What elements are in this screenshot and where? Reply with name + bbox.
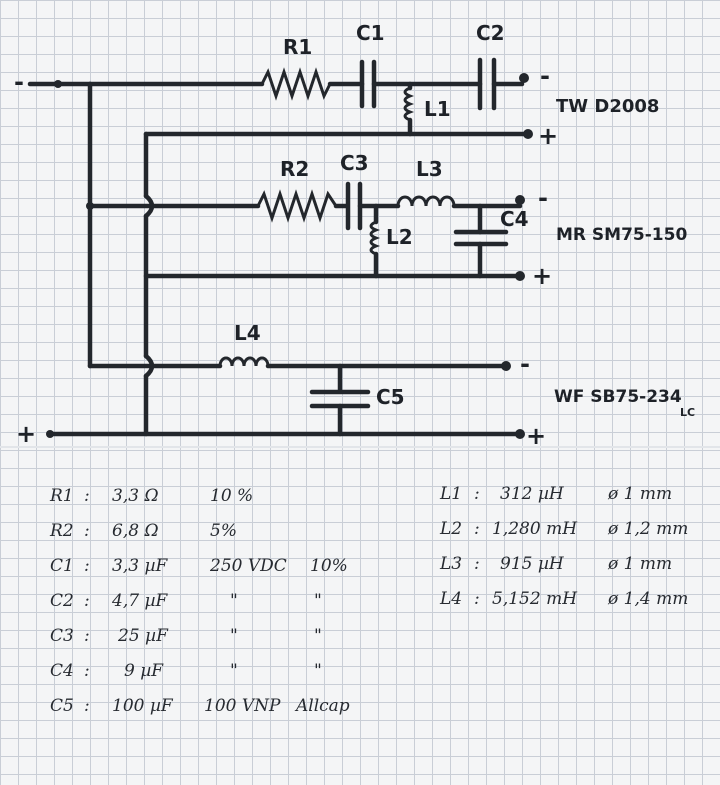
resistor-r1 xyxy=(260,67,332,101)
part-value: 9 µF xyxy=(124,661,164,681)
label-c4: C4 xyxy=(500,207,529,231)
label-r2: R2 xyxy=(280,157,309,181)
part-value: 25 µF xyxy=(118,626,168,646)
part-ref: R1 xyxy=(50,486,74,506)
part-value: 312 µH xyxy=(500,484,564,504)
part-spec: " xyxy=(230,591,238,611)
part-ref: L3 xyxy=(440,554,463,574)
paper-fold xyxy=(0,446,720,448)
label-l2: L2 xyxy=(386,225,413,249)
label-c1: C1 xyxy=(356,21,385,45)
mr-plus-mark: + xyxy=(532,262,552,290)
tw-plus-mark: + xyxy=(538,122,558,150)
driver-labels: TW D2008 MR SM75-150 WF SB75-234 LC xyxy=(554,96,695,419)
label-l1: L1 xyxy=(424,97,451,121)
part-value: 6,8 Ω xyxy=(112,521,159,541)
label-c5: C5 xyxy=(376,385,405,409)
part-colon: : xyxy=(84,521,90,541)
label-l3: L3 xyxy=(416,157,443,181)
label-c3: C3 xyxy=(340,151,369,175)
driver-midrange: MR SM75-150 xyxy=(556,225,687,245)
part-value: 5,152 mH xyxy=(492,589,578,609)
part-extra: Allcap xyxy=(296,696,350,716)
part-ref: R2 xyxy=(50,521,74,541)
part-spec: 100 VNP xyxy=(204,696,281,716)
part-value: 4,7 µF xyxy=(112,591,168,611)
part-value: 100 µF xyxy=(112,696,173,716)
part-spec: 10 % xyxy=(210,486,254,506)
wf-minus-mark: - xyxy=(520,350,530,378)
component-labels: R1 C1 C2 L1 R2 C3 L3 C4 L2 L4 C5 xyxy=(234,21,529,409)
part-colon: : xyxy=(474,484,480,504)
part-ref: C2 xyxy=(50,591,74,611)
part-extra: 10% xyxy=(310,556,348,576)
part-value: 915 µH xyxy=(500,554,564,574)
inductor-l3 xyxy=(396,195,456,208)
resistor-r2 xyxy=(256,189,338,223)
part-colon: : xyxy=(84,556,90,576)
wf-plus-mark: + xyxy=(526,422,546,450)
parts-list-left: R1 : 3,3 Ω 10 % R2 : 6,8 Ω 5% C1 : 3,3 µ… xyxy=(50,484,390,724)
part-extra: " xyxy=(314,591,322,611)
part-colon: : xyxy=(84,626,90,646)
part-ref: L2 xyxy=(440,519,463,539)
part-value: 1,280 mH xyxy=(492,519,578,539)
part-spec: ø 1 mm xyxy=(608,554,673,574)
part-ref: L1 xyxy=(440,484,463,504)
part-colon: : xyxy=(474,589,480,609)
mr-minus-mark: - xyxy=(538,184,548,212)
part-colon: : xyxy=(84,696,90,716)
part-value: 3,3 µF xyxy=(112,556,168,576)
part-spec: ø 1,4 mm xyxy=(608,589,689,609)
part-ref: L4 xyxy=(440,589,463,609)
part-colon: : xyxy=(84,661,90,681)
parts-list-right: L1 : 312 µH ø 1 mm L2 : 1,280 mH ø 1,2 m… xyxy=(440,482,710,612)
part-colon: : xyxy=(474,554,480,574)
part-spec: ø 1 mm xyxy=(608,484,673,504)
part-spec: 250 VDC xyxy=(210,556,287,576)
driver-woofer: WF SB75-234 xyxy=(554,387,682,407)
driver-tweeter: TW D2008 xyxy=(556,96,659,117)
label-r1: R1 xyxy=(283,35,312,59)
tweeter-branch xyxy=(87,57,533,139)
input-plus-mark: + xyxy=(16,420,36,448)
terminal-marks: - + - + - + - + xyxy=(14,62,558,450)
part-colon: : xyxy=(84,486,90,506)
part-colon: : xyxy=(474,519,480,539)
part-ref: C5 xyxy=(50,696,74,716)
midrange-branch xyxy=(86,181,525,281)
label-c2: C2 xyxy=(476,21,505,45)
part-ref: C3 xyxy=(50,626,74,646)
part-extra: " xyxy=(314,661,322,681)
crossover-schematic: R1 C1 C2 L1 R2 C3 L3 C4 L2 L4 C5 - + - +… xyxy=(14,21,695,450)
negative-bus xyxy=(27,80,93,369)
part-colon: : xyxy=(84,591,90,611)
part-ref: C1 xyxy=(50,556,74,576)
label-l4: L4 xyxy=(234,321,261,345)
part-spec: " xyxy=(230,661,238,681)
part-ref: C4 xyxy=(50,661,74,681)
input-minus-mark: - xyxy=(14,68,24,96)
tw-minus-mark: - xyxy=(540,62,550,90)
part-value: 3,3 Ω xyxy=(112,486,159,506)
part-spec: ø 1,2 mm xyxy=(608,519,689,539)
part-spec: 5% xyxy=(210,521,237,541)
inductor-l1 xyxy=(403,86,415,122)
inductor-l4 xyxy=(218,356,270,368)
woofer-branch xyxy=(87,356,525,439)
inductor-l2 xyxy=(369,220,381,256)
part-spec: " xyxy=(230,626,238,646)
part-extra: " xyxy=(314,626,322,646)
driver-woofer-note: LC xyxy=(680,406,695,419)
